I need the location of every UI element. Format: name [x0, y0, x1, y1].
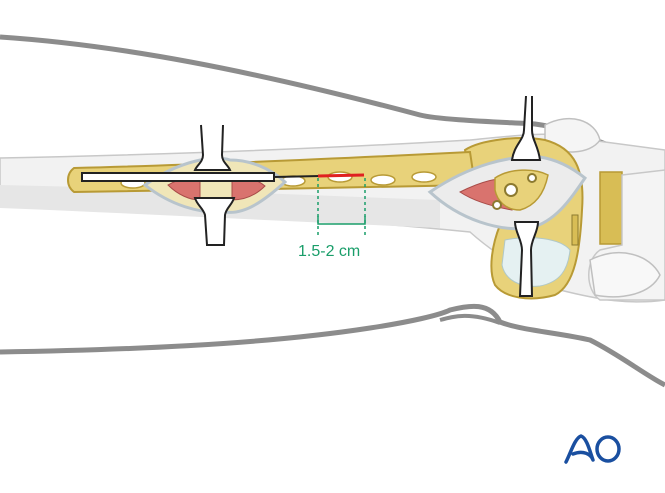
guide-wire-sleeve [81, 172, 275, 182]
measurement-indicator [317, 178, 366, 238]
knee-band [599, 171, 623, 245]
logo-letter-a [564, 434, 595, 464]
retractor-proximal-bottom [193, 197, 236, 246]
plate-slot-distal [571, 214, 579, 246]
retractor-distal-bottom [513, 221, 540, 297]
ao-logo [564, 434, 621, 464]
plate-condylar-inner [501, 237, 571, 287]
tibia-condyle [589, 252, 661, 298]
distal-screw-holes [492, 173, 537, 210]
leg-crease [439, 313, 501, 325]
measurement-label: 1.5-2 cm [298, 243, 361, 260]
logo-letter-o [595, 435, 621, 463]
retractor-proximal-top [193, 124, 232, 171]
guide-wire-tip [317, 173, 365, 178]
guide-wire [273, 175, 321, 178]
leg-outline-bottom [0, 303, 665, 388]
retractor-distal-top [510, 95, 542, 161]
